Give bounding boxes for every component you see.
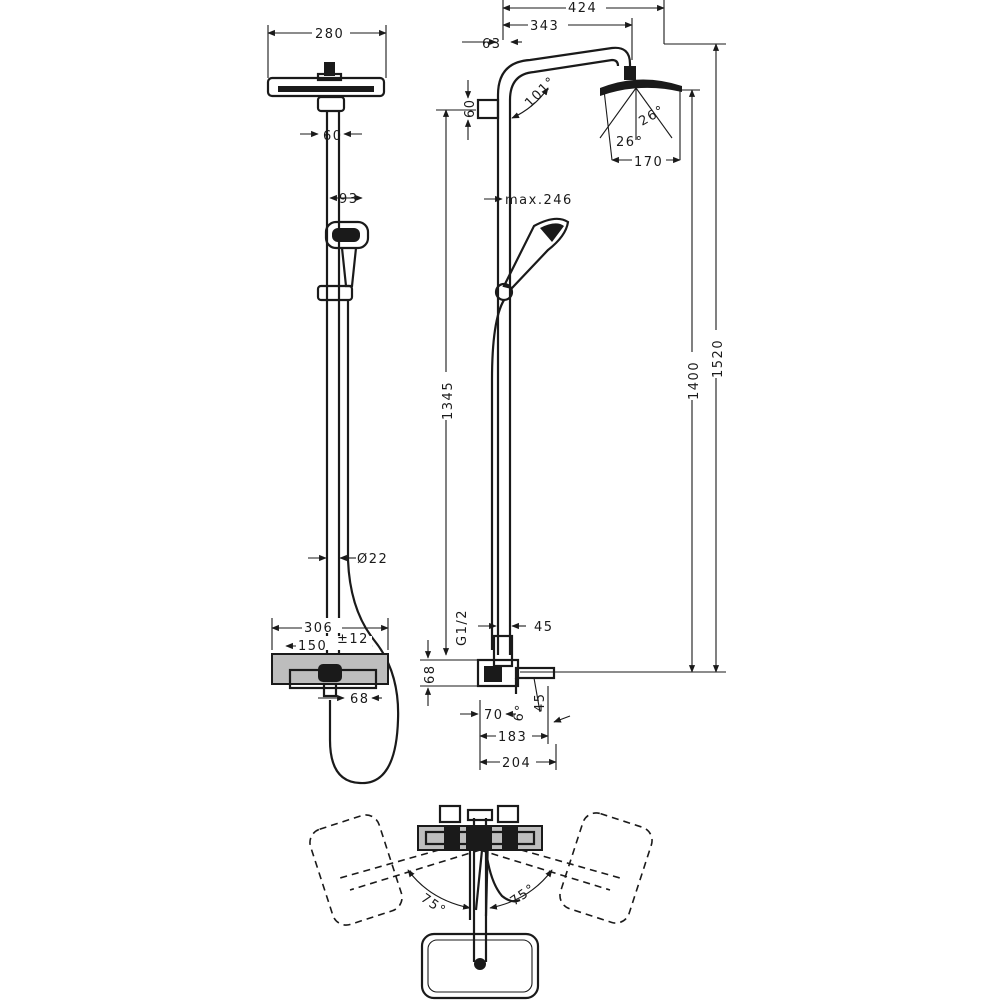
head-width-label: 280	[315, 27, 344, 42]
hand-shower-width-label: 93	[339, 192, 359, 207]
shower-hose	[328, 300, 400, 785]
rail-diameter-label: Ø22	[357, 552, 388, 567]
spout-reach-label: 183	[498, 730, 527, 745]
mixer-top-icon	[417, 804, 543, 851]
rotated-position-right	[559, 812, 653, 924]
mixer-depth-label: 70	[484, 708, 504, 723]
connection-height-label: 1345	[441, 381, 456, 420]
total-depth-label: 204	[502, 756, 531, 771]
shower-slider-icon	[316, 284, 354, 302]
overhead-shower-top-icon	[420, 932, 540, 1000]
wall-offset-label: 63	[482, 37, 502, 52]
front-view: 280 60 93 Ø22 306 150 ±12 68	[266, 25, 400, 785]
hand-shower-side-icon	[494, 217, 570, 302]
rotated-position-left	[309, 814, 403, 926]
arm-angle-label: 101°	[522, 74, 559, 111]
wall-bracket-icon	[476, 98, 500, 120]
side-view: 424 343 63 60 101° 26° 26° 170 max.246	[420, 0, 726, 771]
spout-height-label: 45	[534, 620, 554, 635]
top-view: 75° 75°	[309, 804, 653, 1000]
arm-reach-total-label: 424	[568, 1, 597, 16]
hand-shower-offset-label: max.246	[505, 193, 573, 208]
spray-angle-b-label: 26°	[616, 135, 644, 150]
rotation-left-label: 75°	[418, 891, 449, 919]
head-diameter-label: 170	[634, 155, 663, 170]
arm-reach-label: 343	[530, 19, 559, 34]
mixer-side-icon	[476, 634, 556, 713]
thermostat-mixer-icon	[271, 653, 389, 698]
shower-arm	[496, 46, 632, 655]
inlet-spacing-label: 150	[298, 639, 327, 654]
bracket-height-label: 60	[463, 98, 478, 118]
spout-drop-label: 45	[533, 692, 548, 712]
mixer-height-label: 68	[423, 664, 438, 684]
hand-shower-icon	[324, 220, 370, 288]
spout-angle-label: 6°	[511, 703, 529, 723]
thread-label: G1/2	[455, 609, 470, 646]
inlet-tolerance-label: ±12	[337, 632, 369, 647]
overhead-shower-side-icon	[600, 66, 682, 96]
spout-width-label: 68	[350, 692, 370, 707]
total-height-label: 1520	[711, 339, 726, 378]
mixer-width-label: 306	[304, 621, 333, 636]
arm-mount-label: 60	[323, 129, 343, 144]
rotation-right-label: 75°	[508, 881, 539, 909]
shower-height-label: 1400	[687, 361, 702, 400]
overhead-shower-icon	[266, 62, 386, 113]
